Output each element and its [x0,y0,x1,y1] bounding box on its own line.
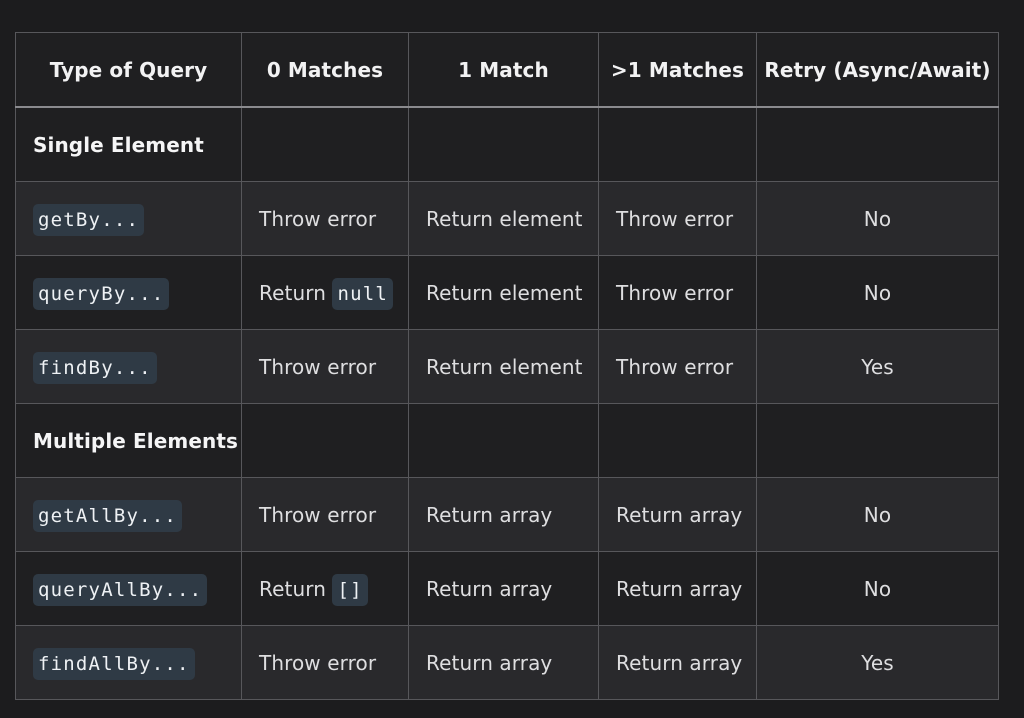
one-match-cell: Return array [408,625,599,700]
section-empty-cell [408,403,599,478]
zero-matches-cell: Throw error [241,181,409,256]
section-empty-cell [598,403,757,478]
header-one-match: 1 Match [408,32,599,108]
zero-matches-cell: Throw error [241,477,409,552]
zero-matches-cell: Return [] [241,551,409,626]
section-row-multiple: Multiple Elements [15,403,999,478]
zero-matches-prefix: Return [259,280,326,305]
header-retry: Retry (Async/Await) [756,32,999,108]
query-code-getby: getBy... [33,203,145,236]
section-empty-cell [756,403,999,478]
retry-cell: No [756,255,999,330]
many-matches-cell: Return array [598,477,757,552]
query-code-getallby: getAllBy... [33,499,183,532]
many-matches-cell: Throw error [598,255,757,330]
table-row: getBy... Throw error Return element Thro… [15,181,999,256]
query-cell: queryBy... [15,255,242,330]
section-label-multiple: Multiple Elements [33,428,239,453]
one-match-cell: Return element [408,329,599,404]
query-code-findby: findBy... [33,351,157,384]
query-cell: getBy... [15,181,242,256]
section-cell-single: Single Element [15,106,242,182]
table-row: queryBy... Return null Return element Th… [15,255,999,330]
one-match-cell: Return element [408,255,599,330]
zero-matches-cell: Return null [241,255,409,330]
many-matches-cell: Throw error [598,329,757,404]
header-zero-matches: 0 Matches [241,32,409,108]
query-cell: getAllBy... [15,477,242,552]
table-row: getAllBy... Throw error Return array Ret… [15,477,999,552]
table-row: findAllBy... Throw error Return array Re… [15,625,999,700]
query-cell: queryAllBy... [15,551,242,626]
many-matches-cell: Return array [598,551,757,626]
section-empty-cell [408,106,599,182]
many-matches-cell: Return array [598,625,757,700]
query-cell: findBy... [15,329,242,404]
retry-cell: Yes [756,329,999,404]
section-label-single: Single Element [33,132,204,157]
header-type-of-query: Type of Query [15,32,242,108]
query-code-queryby: queryBy... [33,277,170,310]
retry-cell: No [756,477,999,552]
retry-cell: No [756,551,999,626]
table-header-row: Type of Query 0 Matches 1 Match >1 Match… [15,32,999,108]
query-code-queryallby: queryAllBy... [33,573,208,606]
one-match-cell: Return array [408,551,599,626]
query-cell: findAllBy... [15,625,242,700]
null-code: null [332,277,393,310]
section-empty-cell [241,106,409,182]
retry-cell: Yes [756,625,999,700]
empty-array-code: [] [332,573,368,606]
many-matches-cell: Throw error [598,181,757,256]
section-empty-cell [241,403,409,478]
query-types-table: Type of Query 0 Matches 1 Match >1 Match… [15,32,999,700]
section-empty-cell [598,106,757,182]
section-empty-cell [756,106,999,182]
one-match-cell: Return array [408,477,599,552]
table-row: findBy... Throw error Return element Thr… [15,329,999,404]
header-many-matches: >1 Matches [598,32,757,108]
query-code-findallby: findAllBy... [33,647,195,680]
section-row-single: Single Element [15,106,999,182]
zero-matches-cell: Throw error [241,625,409,700]
zero-matches-prefix: Return [259,576,326,601]
retry-cell: No [756,181,999,256]
zero-matches-cell: Throw error [241,329,409,404]
one-match-cell: Return element [408,181,599,256]
table-row: queryAllBy... Return [] Return array Ret… [15,551,999,626]
section-cell-multiple: Multiple Elements [15,403,242,478]
